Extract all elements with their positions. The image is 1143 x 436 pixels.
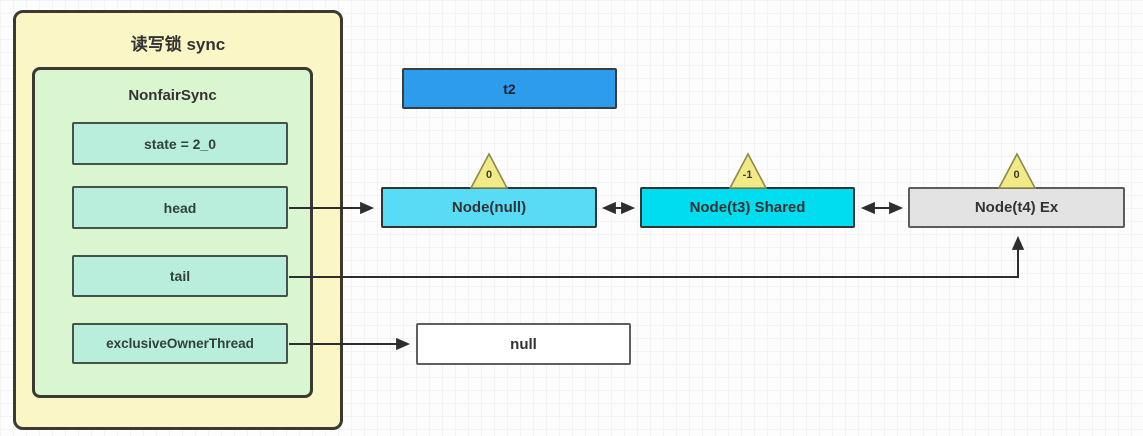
wait-status-value: 0 [1013,169,1020,181]
wait-status-triangle-icon: 0 [997,152,1037,190]
wait-status-triangle-icon: 0 [469,152,509,190]
thread-t2-box: t2 [402,68,617,109]
wait-status-value: 0 [485,169,493,181]
field-head: head [72,186,288,229]
null-value-box: null [416,323,631,365]
nonfairsync-title: NonfairSync [128,86,217,104]
tail-to-node-arrow [289,235,1025,278]
field-tail: tail [72,255,288,297]
wait-status-value: -1 [742,169,753,181]
field-state: state = 2_0 [72,122,288,165]
queue-node-head-sentinel: 0 Node(null) [381,152,597,228]
wait-status-triangle-icon: -1 [728,152,768,190]
field-exclusive-owner-thread: exclusiveOwnerThread [72,323,288,364]
queue-node-t3-shared: -1 Node(t3) Shared [640,152,855,228]
queue-node-t4-exclusive: 0 Node(t4) Ex [908,152,1125,228]
node-label: Node(t4) Ex [908,187,1125,228]
sync-container-title: 读写锁 sync [130,34,226,54]
node-label: Node(null) [381,187,597,228]
node-label: Node(t3) Shared [640,187,855,228]
